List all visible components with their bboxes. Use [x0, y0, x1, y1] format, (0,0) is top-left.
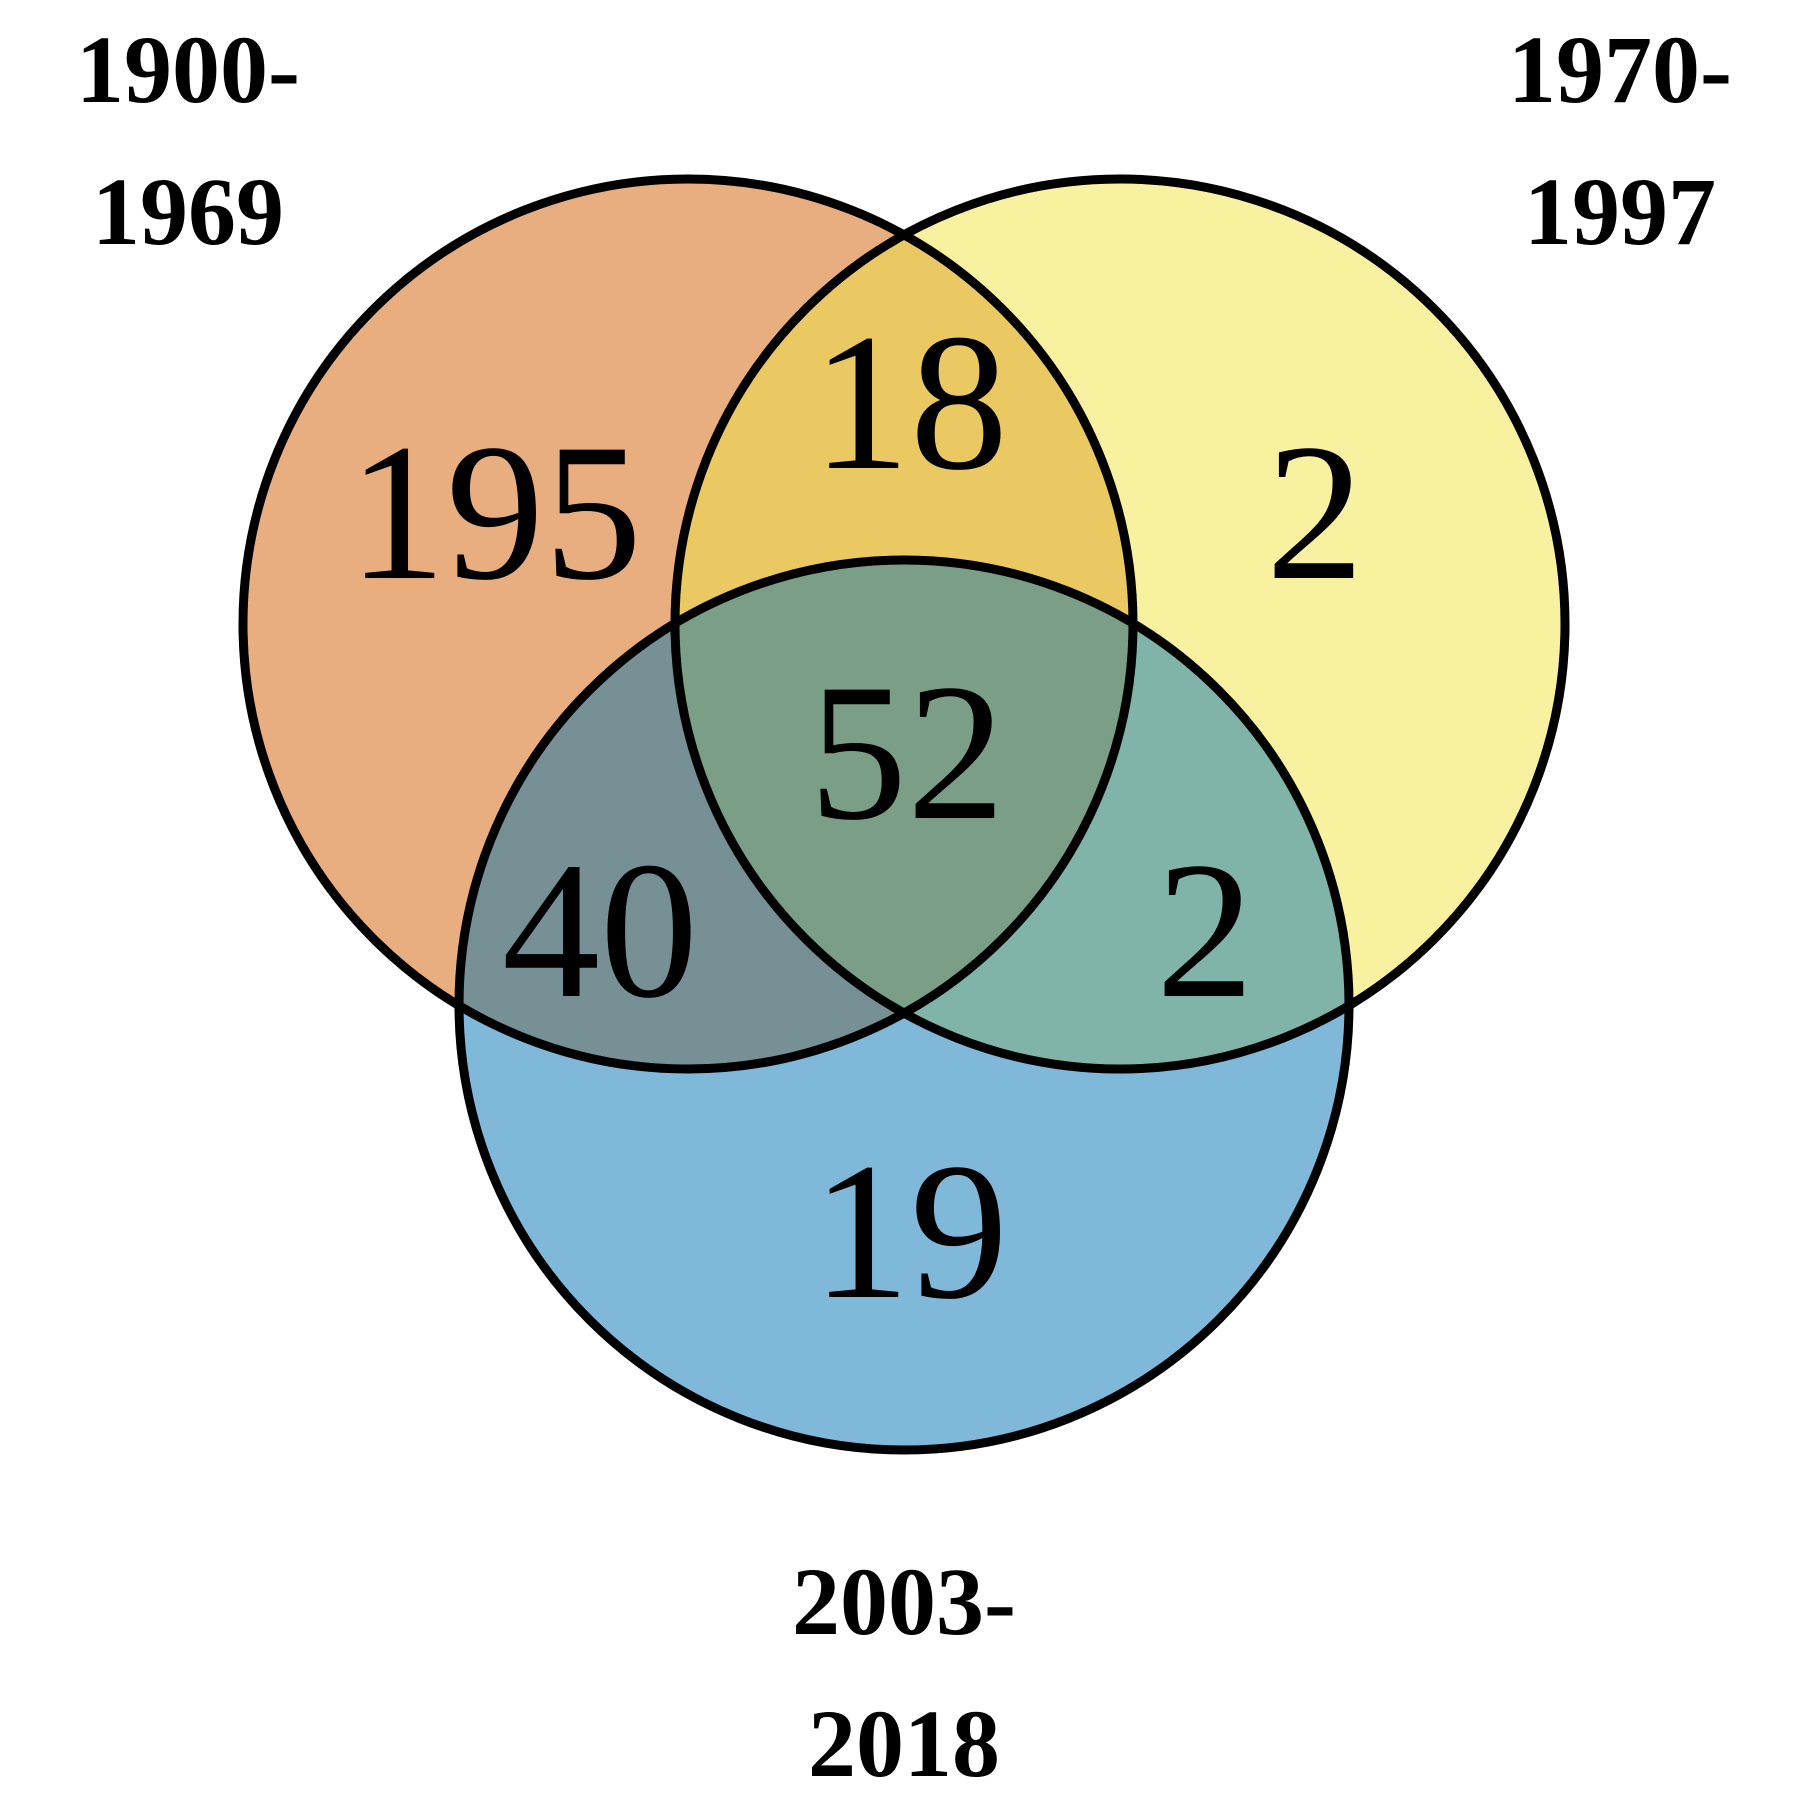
region-value-1900-1969-and-2003-2018: 40 — [502, 822, 698, 1039]
region-value-1970-1997-and-2003-2018: 2 — [1156, 822, 1254, 1039]
set-label-1900-1969-line1: 1900- — [76, 16, 300, 123]
region-value-1900-1969-only: 195 — [348, 404, 642, 621]
region-value-1900-1969-and-1970-1997: 18 — [812, 294, 1008, 511]
set-label-1900-1969-line2: 1969 — [92, 158, 284, 265]
region-value-all-three: 52 — [809, 644, 1005, 861]
region-value-1970-1997-only: 2 — [1266, 404, 1364, 621]
set-label-1970-1997-line1: 1970- — [1508, 16, 1732, 123]
set-label-1970-1997-line2: 1997 — [1524, 158, 1716, 265]
set-2003-2018-outline — [454, 555, 1354, 1455]
region-value-2003-2018-only: 19 — [812, 1123, 1008, 1340]
set-label-2003-2018-line2: 2018 — [808, 1690, 1000, 1797]
set-label-2003-2018-line1: 2003- — [792, 1548, 1016, 1655]
